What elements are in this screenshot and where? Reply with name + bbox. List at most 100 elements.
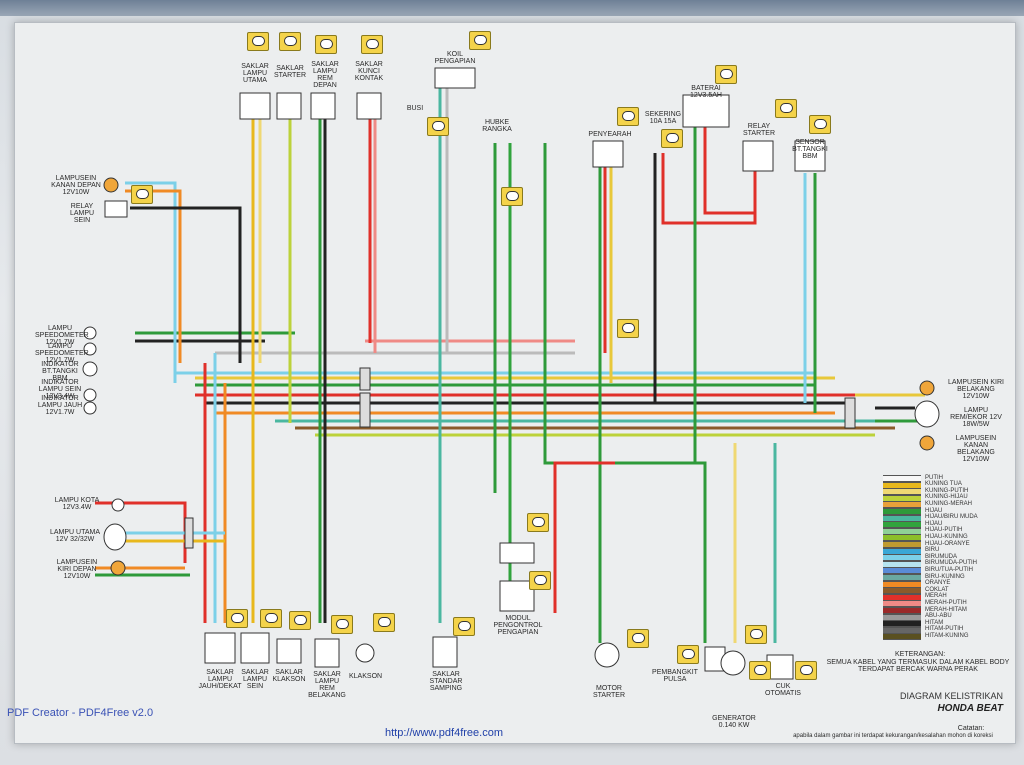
comment-icon[interactable]: [260, 609, 282, 628]
pdf4free-link[interactable]: http://www.pdf4free.com: [385, 727, 503, 739]
legend-label: HIJAU-KUNING: [925, 533, 968, 540]
legend-swatch: [883, 534, 921, 542]
label-saklar-lampu-jauh: SAKLAR LAMPU JAUH/DEKAT: [198, 669, 242, 690]
comment-icon[interactable]: [279, 32, 301, 51]
comment-icon[interactable]: [226, 609, 248, 628]
legend-swatch: [883, 475, 921, 482]
legend-label: BIRUMUDA: [925, 553, 958, 560]
comment-icon[interactable]: [131, 185, 153, 204]
comment-icon[interactable]: [617, 107, 639, 126]
legend-swatch: [883, 541, 921, 548]
label-saklar-standar: SAKLAR STANDAR SAMPING: [429, 671, 463, 692]
legend-label: MERAH: [925, 593, 947, 600]
wiring-diagram: [82, 67, 940, 680]
label-penyearah: PENYEARAH: [588, 131, 632, 138]
comment-icon[interactable]: [661, 129, 683, 148]
label-lampu-kota: LAMPU KOTA 12V3.4W: [54, 497, 100, 511]
legend-label: ABU-ABU: [925, 613, 952, 620]
legend-swatch: [883, 560, 921, 568]
label-lampusein-kanan-belakang: LAMPUSEIN KANAN BELAKANG 12V10W: [955, 435, 997, 463]
legend-label: BIRUMUDA-PUTIH: [925, 560, 977, 567]
legend-swatch: [883, 587, 921, 595]
comment-icon[interactable]: [715, 65, 737, 84]
legend-label: MERAH-HITAM: [925, 606, 967, 613]
comment-icon[interactable]: [745, 625, 767, 644]
legend-swatch: [883, 580, 921, 588]
comment-icon[interactable]: [527, 513, 549, 532]
legend-swatch: [883, 607, 921, 614]
legend-swatch: [883, 613, 921, 621]
legend-swatch: [883, 481, 921, 489]
comment-icon[interactable]: [427, 117, 449, 136]
catatan-title: Catatan:: [957, 725, 985, 732]
window-top-bar: [0, 0, 1024, 16]
keterangan-text: SEMUA KABEL YANG TERMASUK DALAM KABEL BO…: [826, 659, 1010, 673]
legend-label: COKLAT: [925, 586, 949, 593]
diagram-title: DIAGRAM KELISTRIKAN: [899, 691, 1003, 701]
label-pembangkit: PEMBANGKIT PULSA: [652, 669, 698, 683]
legend-swatch: [883, 547, 921, 555]
legend-swatch: [883, 567, 921, 575]
comment-icon[interactable]: [617, 319, 639, 338]
legend-swatch: [883, 633, 921, 641]
legend-label: MERAH-PUTIH: [925, 599, 967, 606]
legend-swatch: [883, 600, 921, 608]
label-saklar-starter: SAKLAR STARTER: [273, 65, 307, 79]
comment-icon[interactable]: [749, 661, 771, 680]
legend-swatch: [883, 494, 921, 502]
legend-label: PUTIH: [925, 474, 943, 481]
legend-label: HIJAU-ORANYE: [925, 540, 970, 547]
legend-swatch: [883, 508, 921, 515]
comment-icon[interactable]: [529, 571, 551, 590]
label-hubke: HUBKE RANGKA: [482, 119, 512, 133]
legend-swatch: [883, 626, 921, 634]
legend-label: HIJAU-PUTIH: [925, 527, 963, 534]
legend-swatch: [883, 574, 921, 581]
label-modul: MODUL PENGONTROL PENGAPIAN: [493, 615, 543, 636]
comment-icon[interactable]: [775, 99, 797, 118]
label-lampu-rem: LAMPU REM/EKOR 12V 18W/5W: [950, 407, 1002, 428]
comment-icon[interactable]: [453, 617, 475, 636]
label-saklar-lampu-sein: SAKLAR LAMPU SEIN: [241, 669, 269, 690]
legend-label: HITAM: [925, 619, 944, 626]
label-sensor-bbm: SENSOR BT.TANGKI BBM: [792, 139, 828, 160]
legend-label: BIRU: [925, 547, 940, 554]
comment-icon[interactable]: [501, 187, 523, 206]
legend-swatch: [883, 527, 921, 535]
label-indikator-jauh: INDIKATOR LAMPU JAUH 12V1.7W: [37, 395, 83, 416]
label-saklar-lampu-utama: SAKLAR LAMPU UTAMA: [241, 63, 269, 84]
label-sekering: SEKERING 10A 15A: [644, 111, 682, 125]
legend-label: ORANYE: [925, 580, 951, 587]
legend-label: HIJAU: [925, 507, 943, 514]
label-saklar-lampu-rem-bel: SAKLAR LAMPU REM BELAKANG: [308, 671, 346, 699]
comment-icon[interactable]: [331, 615, 353, 634]
legend-swatch: [883, 521, 921, 529]
legend-label: HITAM-PUTIH: [925, 626, 964, 633]
label-baterai: BATERAI 12V3.5AH: [690, 85, 722, 99]
pdf-page[interactable]: SAKLAR LAMPU UTAMA SAKLAR STARTER SAKLAR…: [7, 22, 1016, 744]
label-saklar-kunci: SAKLAR KUNCI KONTAK: [354, 61, 384, 82]
comment-icon[interactable]: [289, 611, 311, 630]
label-saklar-klakson: SAKLAR KLAKSON: [272, 669, 306, 683]
comment-icon[interactable]: [627, 629, 649, 648]
legend-swatch: [883, 554, 921, 562]
diagram-subtitle: HONDA BEAT: [937, 703, 1003, 714]
comment-icon[interactable]: [373, 613, 395, 632]
label-lampu-utama: LAMPU UTAMA 12V 32/32W: [49, 529, 101, 543]
comment-icon[interactable]: [795, 661, 817, 680]
legend-swatch: [883, 593, 921, 601]
comment-icon[interactable]: [247, 32, 269, 51]
legend-swatch: [883, 514, 921, 522]
comment-icon[interactable]: [677, 645, 699, 664]
legend-swatch: [883, 501, 921, 509]
comment-icon[interactable]: [315, 35, 337, 54]
label-lampusein-kiri-depan: LAMPUSEIN KIRI DEPAN 12V10W: [56, 559, 98, 580]
comment-icon[interactable]: [361, 35, 383, 54]
comment-icon[interactable]: [469, 31, 491, 50]
legend-swatch: [883, 620, 921, 628]
comment-icon[interactable]: [809, 115, 831, 134]
label-relay-lampu: RELAY LAMPU SEIN: [69, 203, 95, 224]
label-speedo1: LAMPU SPEEDOMETER 12V1.7W: [35, 325, 89, 346]
legend-label: HIJAU/BIRU MUDA: [925, 514, 978, 521]
